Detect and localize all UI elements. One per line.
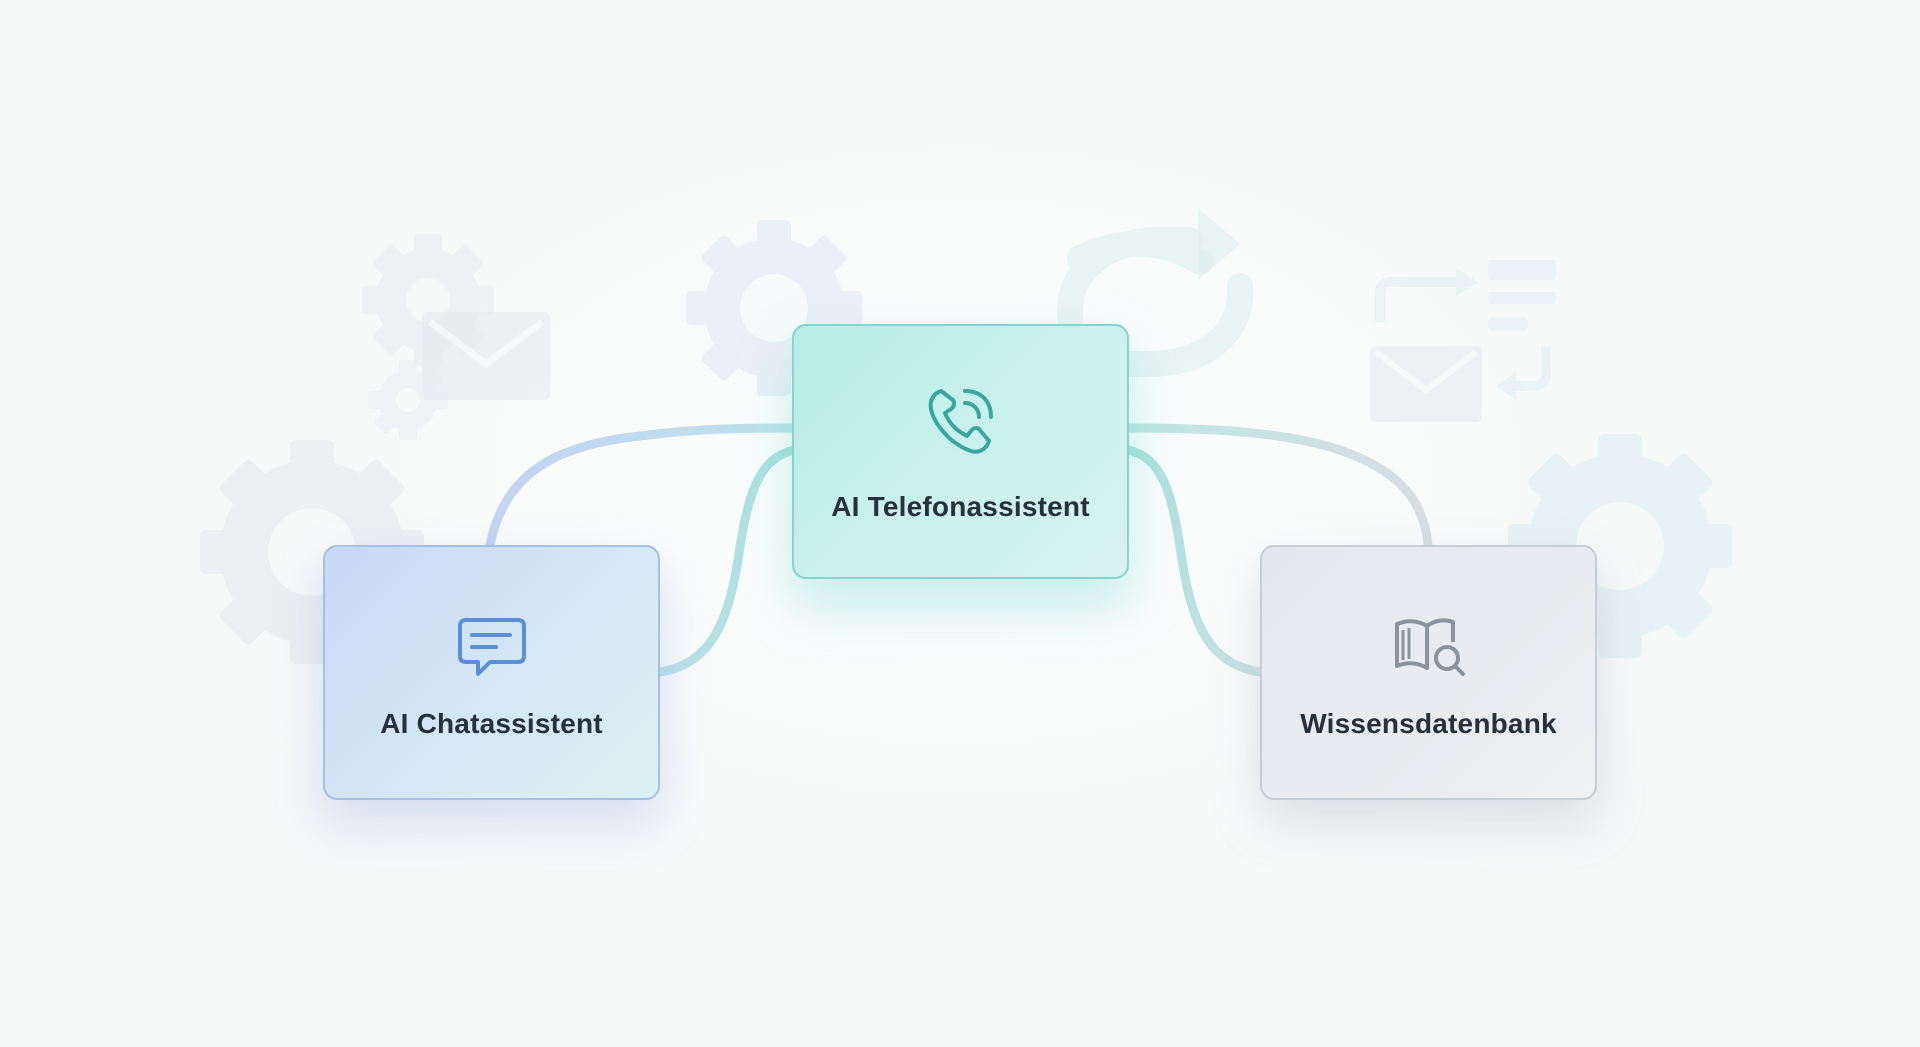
connector-chat-phone-outer <box>485 423 799 550</box>
connector-chat-phone-inner <box>655 445 799 677</box>
node-label: AI Chatassistent <box>380 707 603 739</box>
phone-call-icon <box>928 388 993 454</box>
chat-bubble-icon <box>457 617 526 676</box>
node-wissensdatenbank[interactable]: Wissensdatenbank <box>1260 545 1597 800</box>
node-label: Wissensdatenbank <box>1300 707 1557 739</box>
mail-icon <box>422 312 550 400</box>
connector-phone-kb-outer <box>1123 423 1433 550</box>
node-ai-chatassistent[interactable]: AI Chatassistent <box>323 545 660 800</box>
workflow-icon <box>1370 260 1556 422</box>
node-ai-telefonassistent[interactable]: AI Telefonassistent <box>792 324 1129 579</box>
node-label: AI Telefonassistent <box>831 490 1090 522</box>
refresh-arrows-icon <box>1056 227 1254 377</box>
connector-phone-kb-inner <box>1123 445 1265 677</box>
arrow-head <box>1198 208 1240 280</box>
book-search-icon <box>1394 617 1465 676</box>
